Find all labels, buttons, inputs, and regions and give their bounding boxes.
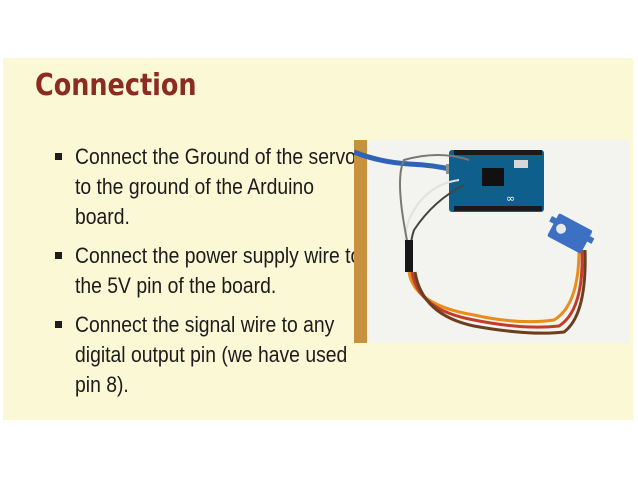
servo-ground-wire — [413, 249, 587, 335]
bullet-item: Connect the Ground of the servo to the g… — [53, 142, 373, 232]
arduino-board: ∞ — [449, 150, 544, 212]
usb-cable — [354, 149, 455, 173]
arduino-logo: ∞ — [506, 192, 515, 205]
slide: Connection Connect the Ground of the ser… — [3, 58, 633, 420]
wire-connector — [405, 240, 413, 272]
bullet-item: Connect the signal wire to any digital o… — [53, 310, 373, 400]
square-bullet-icon — [55, 153, 62, 160]
slide-title: Connection — [35, 68, 197, 103]
arduino-servo-photo: ∞ — [354, 140, 629, 343]
jumper-wire — [399, 154, 470, 251]
wooden-edge — [354, 140, 367, 343]
square-bullet-icon — [55, 321, 62, 328]
bullet-text: Connect the signal wire to any digital o… — [75, 312, 348, 397]
bullet-list: Connect the Ground of the servo to the g… — [53, 142, 373, 409]
servo-motor — [547, 213, 595, 254]
square-bullet-icon — [55, 252, 62, 259]
bullet-item: Connect the power supply wire to the 5V … — [53, 241, 373, 301]
arduino-servo-illustration: ∞ — [354, 140, 629, 343]
bullet-text: Connect the power supply wire to the 5V … — [75, 243, 362, 298]
bullet-text: Connect the Ground of the servo to the g… — [75, 144, 356, 229]
